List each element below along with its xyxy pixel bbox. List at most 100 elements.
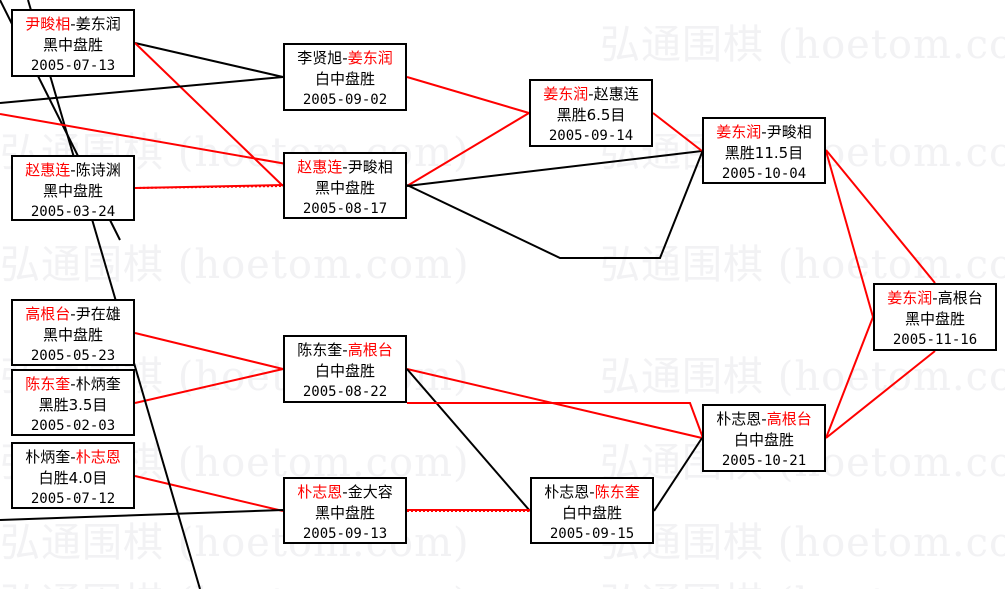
match-date: 2005-09-13 (302, 526, 388, 542)
player-left: 朴志恩 (716, 410, 762, 428)
match-players: 陈东奎-高根台 (285, 340, 405, 361)
match-node[interactable]: 姜东润-高根台黑中盘胜 2005-11-16 (873, 283, 997, 351)
match-players: 姜东润-赵惠连 (531, 84, 651, 105)
player-separator: - (588, 85, 594, 103)
player-right: 高根台 (347, 341, 393, 359)
bracket-connector (653, 437, 703, 512)
match-date: 2005-10-21 (721, 453, 807, 469)
bracket-connector (407, 402, 704, 439)
player-separator: - (70, 161, 76, 179)
match-result: 黑胜6.5目 (556, 106, 626, 124)
bracket-connector (406, 368, 531, 512)
match-players: 朴志恩-金大容 (285, 482, 405, 503)
player-left: 高根台 (25, 305, 71, 323)
player-separator: - (70, 15, 76, 33)
bracket-connector (652, 112, 703, 152)
player-right: 陈东奎 (594, 483, 640, 501)
match-players: 高根台-尹在雄 (13, 304, 133, 325)
player-separator: - (761, 123, 767, 141)
bracket-connector (825, 350, 936, 439)
match-result: 黑中盘胜 (42, 36, 103, 54)
match-players: 姜东润-尹畯相 (704, 122, 824, 143)
bracket-connector (406, 150, 703, 187)
match-date: 2005-03-24 (30, 204, 116, 220)
match-node[interactable]: 陈东奎-高根台白中盘胜 2005-08-22 (283, 335, 407, 403)
bracket-connector (406, 76, 530, 114)
player-separator: - (932, 289, 938, 307)
match-date: 2005-09-02 (302, 92, 388, 108)
player-left: 陈东奎 (297, 341, 343, 359)
player-separator: - (342, 49, 348, 67)
player-separator: - (342, 483, 348, 501)
match-result: 白中盘胜 (314, 70, 375, 88)
player-right: 陈诗渊 (75, 161, 121, 179)
bracket-connector (825, 150, 874, 318)
player-left: 朴炳奎 (25, 448, 71, 466)
player-separator: - (70, 448, 76, 466)
match-date: 2005-09-15 (549, 526, 635, 542)
player-right: 高根台 (766, 410, 812, 428)
player-left: 赵惠连 (297, 158, 343, 176)
player-right: 尹畯相 (347, 158, 393, 176)
player-right: 尹在雄 (75, 305, 121, 323)
match-date: 2005-02-03 (30, 418, 116, 434)
player-right: 姜东润 (347, 49, 393, 67)
player-left: 姜东润 (543, 85, 589, 103)
match-result: 黑中盘胜 (314, 179, 375, 197)
player-right: 尹畯相 (766, 123, 812, 141)
match-date: 2005-05-23 (30, 348, 116, 364)
match-date: 2005-10-04 (721, 166, 807, 182)
player-right: 金大容 (347, 483, 393, 501)
match-result: 白中盘胜 (314, 362, 375, 380)
player-separator: - (70, 305, 76, 323)
bracket-connector (825, 149, 936, 284)
match-date: 2005-11-16 (892, 332, 978, 348)
bracket-connector (406, 112, 530, 187)
match-node[interactable]: 尹畯相-姜东润黑中盘胜 2005-07-13 (11, 9, 135, 77)
match-result: 黑胜3.5目 (38, 396, 108, 414)
player-left: 姜东润 (716, 123, 762, 141)
match-node[interactable]: 赵惠连-陈诗渊黑中盘胜 2005-03-24 (11, 155, 135, 221)
match-node[interactable]: 赵惠连-尹畯相黑中盘胜 2005-08-17 (283, 152, 407, 219)
match-players: 赵惠连-陈诗渊 (13, 160, 133, 181)
match-date: 2005-09-14 (548, 128, 634, 144)
bracket-connector (825, 316, 874, 439)
match-result: 白中盘胜 (733, 431, 794, 449)
player-right: 朴炳奎 (75, 375, 121, 393)
bracket-connector (0, 509, 284, 521)
match-players: 朴志恩-陈东奎 (532, 482, 652, 503)
match-result: 白胜4.0目 (38, 469, 108, 487)
match-result: 黑中盘胜 (42, 182, 103, 200)
match-result: 黑中盘胜 (904, 310, 965, 328)
player-left: 李贤旭 (297, 49, 343, 67)
player-left: 尹畯相 (25, 15, 71, 33)
match-players: 李贤旭-姜东润 (285, 48, 405, 69)
player-left: 姜东润 (887, 289, 933, 307)
bracket-connector (134, 184, 284, 189)
player-right: 赵惠连 (593, 85, 639, 103)
match-players: 赵惠连-尹畯相 (285, 157, 405, 178)
match-date: 2005-08-22 (302, 384, 388, 400)
match-players: 朴志恩-高根台 (704, 409, 824, 430)
player-separator: - (761, 410, 767, 428)
match-date: 2005-07-13 (30, 58, 116, 74)
bracket-connector (134, 475, 284, 512)
match-result: 黑胜11.5目 (724, 144, 804, 162)
match-result: 黑中盘胜 (42, 326, 103, 344)
player-separator: - (589, 483, 595, 501)
match-date: 2005-08-17 (302, 201, 388, 217)
bracket-connector (134, 368, 284, 404)
player-right: 高根台 (937, 289, 983, 307)
player-right: 姜东润 (75, 15, 121, 33)
